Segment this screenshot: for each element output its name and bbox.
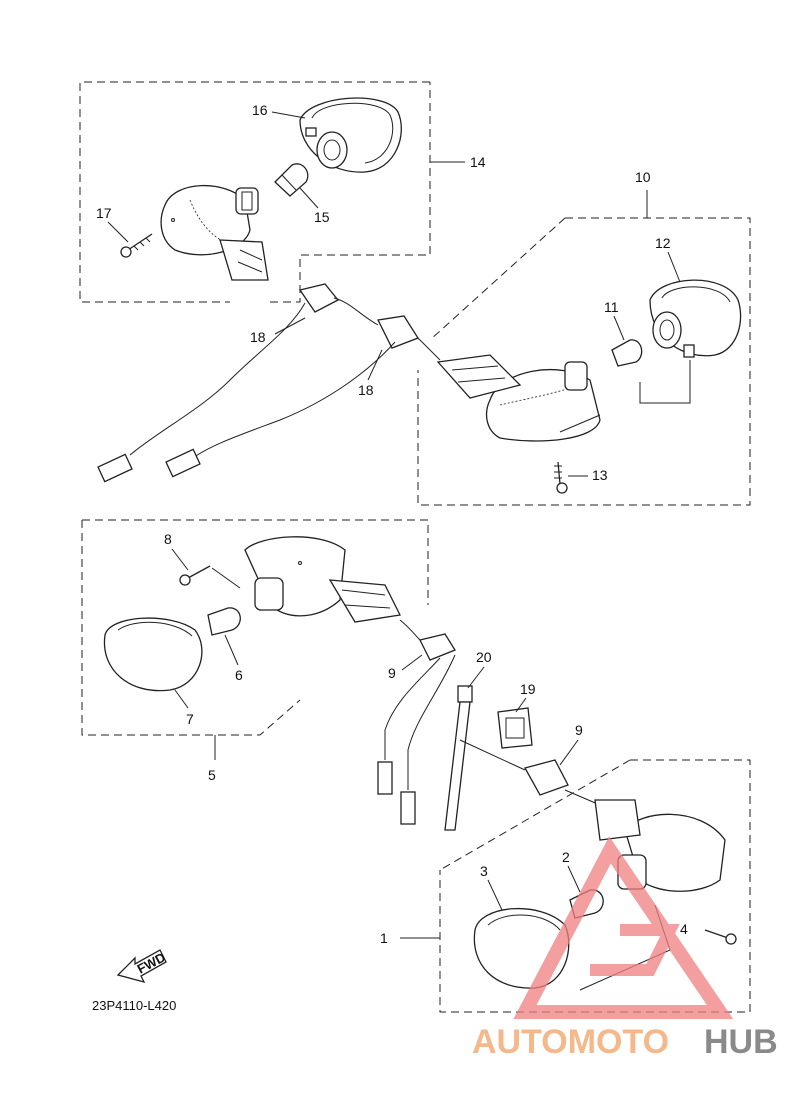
housing-14 bbox=[160, 184, 269, 281]
assembly-5-group bbox=[81, 519, 429, 760]
bulb-6 bbox=[207, 607, 241, 636]
callout-18b: 18 bbox=[358, 382, 374, 398]
lens-16 bbox=[299, 97, 402, 173]
callout-11: 11 bbox=[604, 299, 619, 315]
callout-1: 1 bbox=[380, 930, 388, 946]
callout-17: 17 bbox=[96, 205, 112, 221]
callout-7: 7 bbox=[186, 711, 194, 727]
callout-16: 16 bbox=[252, 102, 268, 118]
watermark-text: AUTOMOTO HUB bbox=[472, 1023, 778, 1061]
screw-13 bbox=[554, 461, 568, 494]
watermark-logo bbox=[513, 836, 734, 1019]
housing-5 bbox=[244, 536, 401, 623]
callout-15: 15 bbox=[314, 209, 330, 225]
lens-12 bbox=[649, 279, 742, 358]
callout-6: 6 bbox=[235, 667, 243, 683]
callout-3: 3 bbox=[480, 863, 488, 879]
assembly-14-group bbox=[79, 81, 465, 303]
watermark-part1: AUTOMOTO bbox=[472, 1023, 669, 1061]
callout-8: 8 bbox=[164, 531, 172, 547]
assembly-10-group bbox=[417, 190, 751, 506]
callout-12: 12 bbox=[655, 235, 671, 251]
callout-labels: 16 14 15 17 10 12 11 18 18 13 8 6 7 5 9 … bbox=[96, 102, 688, 946]
bulb-11 bbox=[611, 339, 643, 367]
callout-19: 19 bbox=[520, 681, 536, 697]
fwd-arrow-icon: FWD bbox=[116, 949, 168, 984]
screw-8 bbox=[179, 565, 241, 589]
callout-2: 2 bbox=[562, 849, 570, 865]
callout-4: 4 bbox=[680, 921, 688, 937]
screw-17 bbox=[120, 233, 153, 258]
callout-20: 20 bbox=[476, 649, 492, 665]
band-20 bbox=[444, 685, 473, 831]
callout-18a: 18 bbox=[250, 329, 266, 345]
callout-9a: 9 bbox=[388, 665, 396, 681]
connector-9-upper bbox=[377, 619, 456, 825]
connector-9-lower bbox=[459, 739, 601, 806]
bulb-15 bbox=[274, 163, 309, 197]
lens-7 bbox=[103, 617, 203, 692]
watermark-part2: HUB bbox=[704, 1023, 778, 1061]
housing-10 bbox=[436, 354, 691, 442]
connectors-18 bbox=[97, 283, 441, 483]
clip-19 bbox=[497, 707, 533, 749]
diagram-code: 23P4110-L420 bbox=[92, 998, 176, 1013]
callout-14: 14 bbox=[470, 154, 486, 170]
callout-13: 13 bbox=[592, 467, 608, 483]
callout-9b: 9 bbox=[575, 722, 583, 738]
callout-5: 5 bbox=[208, 767, 216, 783]
callout-10: 10 bbox=[635, 169, 651, 185]
fwd-label: FWD bbox=[135, 949, 168, 976]
